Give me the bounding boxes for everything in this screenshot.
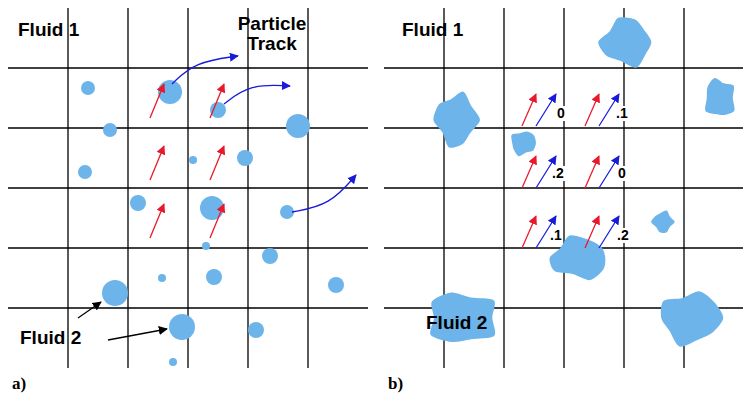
fraction-number: .2 [551,166,565,181]
velocity-arrow [150,84,164,118]
grid-line [384,127,743,128]
track-label: Particle Track [232,14,312,54]
fluid-label: Fluid 1 [18,20,79,40]
fraction-number: .1 [549,228,563,243]
grid-line [384,67,743,68]
velocity-arrow [210,84,224,118]
velocity-arrow [585,216,599,248]
fraction-number: .1 [615,106,629,121]
bubble [280,205,294,219]
fluid-label: Fluid 2 [426,313,487,333]
fluid-label: Fluid 1 [402,20,463,40]
bubble [81,81,95,95]
velocity-arrow [150,146,164,180]
leader-arrow [108,329,167,340]
fluid-label: Fluid 2 [20,328,81,348]
bubble [202,242,210,250]
velocity-arrow [536,94,556,126]
bubble [237,150,253,166]
bubble [169,314,195,340]
velocity-arrow [210,146,224,180]
bubble [78,165,92,179]
blob [598,17,651,68]
particle-track [224,85,290,104]
grid-line [8,187,368,188]
grid-line [8,307,368,308]
bubble [158,274,166,282]
panel-label: b) [388,375,403,393]
velocity-arrow [585,94,599,126]
blob [511,132,536,157]
grid-line [384,187,743,188]
bubble [286,114,310,138]
blob [661,291,723,346]
velocity-arrow [522,156,536,188]
grid-line [8,127,368,128]
bubble [189,156,197,164]
velocity-arrow [150,204,164,238]
fraction-number: .2 [616,228,630,243]
panel-label: a) [12,375,26,393]
bubble [328,277,344,293]
particle-track [292,175,356,212]
bubble [210,102,226,118]
velocity-arrow [522,94,536,126]
fraction-number: 0 [556,106,566,121]
fraction-number: 0 [617,166,627,181]
bubble [169,358,177,366]
bubble [158,80,182,104]
bubble [103,123,117,137]
velocity-arrow [585,156,599,188]
grid-line [8,67,368,68]
velocity-arrow [210,204,224,238]
bubble [200,196,224,220]
blob [651,211,674,233]
leader-arrow [78,302,101,318]
bubble [248,322,264,338]
blob [705,78,734,115]
bubble [262,248,278,264]
bubble [130,195,146,211]
particle-track [172,56,238,84]
bubble [206,269,222,285]
velocity-arrow [599,156,619,188]
bubble [102,280,128,306]
velocity-arrow [522,216,536,248]
grid-line [8,247,368,248]
blob [433,92,480,148]
